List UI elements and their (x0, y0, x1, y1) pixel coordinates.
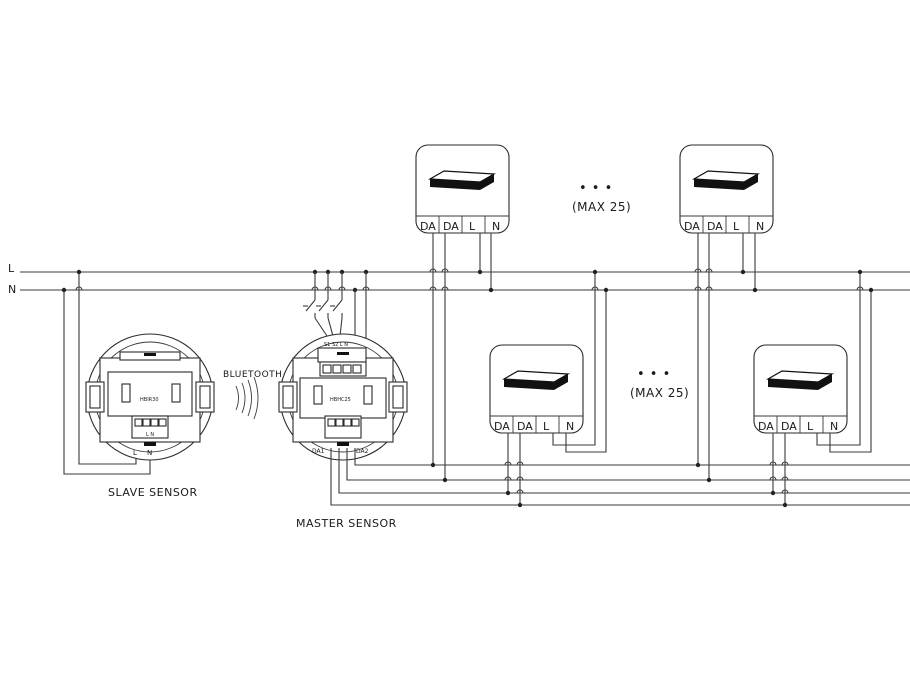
da-bus (330, 448, 910, 506)
terminal-da: DA (781, 420, 797, 433)
terminal-n: N (756, 220, 764, 233)
slave-model: HBIR30 (140, 397, 159, 403)
max-label-top: (MAX 25) (572, 200, 631, 214)
slave-pins: L N (146, 432, 154, 438)
driver-bottom-2: DA DA L N (753, 344, 848, 434)
terminal-da: DA (494, 420, 510, 433)
terminal-da: DA (420, 220, 436, 233)
slave-terminal-n: N (147, 449, 152, 457)
driver-bottom-1-wiring (504, 269, 609, 508)
terminal-da: DA (758, 420, 774, 433)
driver-top-1-wiring (429, 233, 494, 483)
ellipsis-top: • • • (579, 181, 613, 196)
slave-sensor: HBIR30 L N L N (85, 333, 215, 461)
terminal-da: DA (517, 420, 533, 433)
max-label-bottom: (MAX 25) (630, 386, 689, 400)
terminal-da: DA (684, 220, 700, 233)
master-model: HBHC25 (330, 397, 351, 403)
driver-bottom-2-wiring (769, 269, 874, 508)
terminal-n: N (492, 220, 500, 233)
driver-bottom-1: DA DA L N (489, 344, 584, 434)
driver-top-2: DA DA L N (679, 144, 774, 234)
master-sensor: S1 S2 L N HBHC25 DA1 DA2 (278, 333, 408, 461)
terminal-l: L (733, 220, 740, 233)
bluetooth-icon (235, 376, 259, 420)
terminal-da: DA (707, 220, 723, 233)
terminal-n: N (566, 420, 574, 433)
terminal-n: N (830, 420, 838, 433)
line-label-n: N (8, 283, 17, 296)
line-label-l: L (8, 262, 15, 275)
master-terminal-da1: DA1 (312, 448, 325, 455)
slave-sensor-label: SLAVE SENSOR (108, 486, 198, 499)
terminal-l: L (469, 220, 476, 233)
master-terminal-da2: DA2 (356, 448, 369, 455)
driver-top-2-wiring (694, 233, 758, 483)
ellipsis-bottom: • • • (637, 367, 671, 382)
master-sensor-label: MASTER SENSOR (296, 517, 397, 530)
driver-top-1: DA DA L N (415, 144, 510, 234)
slave-terminal-l: L (133, 449, 137, 457)
master-pins: S1 S2 L N (324, 342, 348, 348)
terminal-l: L (807, 420, 814, 433)
bluetooth-label: BLUETOOTH (223, 370, 282, 380)
terminal-da: DA (443, 220, 459, 233)
terminal-l: L (543, 420, 550, 433)
